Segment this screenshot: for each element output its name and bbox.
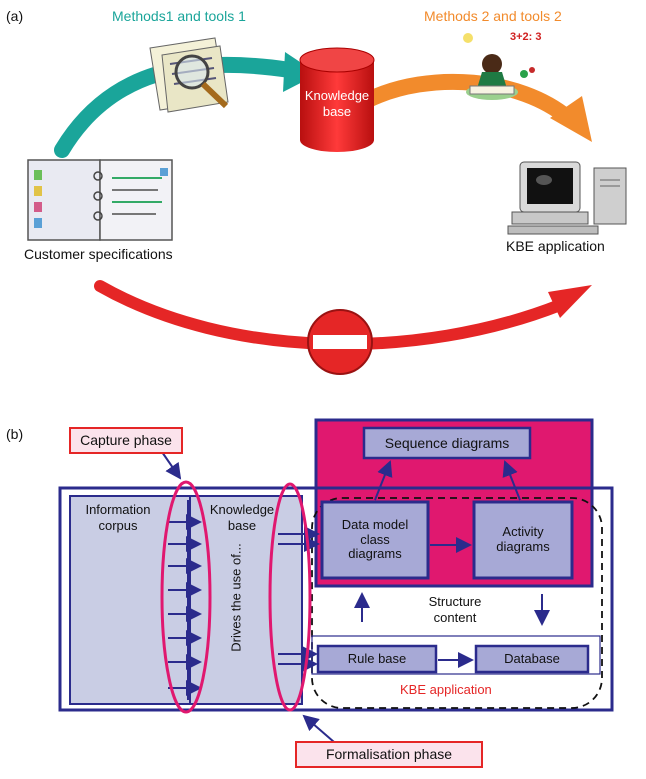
computer-icon bbox=[507, 161, 627, 235]
formalisation-callout-box bbox=[295, 741, 483, 768]
data-model-label: Data model class diagrams bbox=[322, 502, 428, 578]
arrow-capture-callout bbox=[161, 451, 182, 480]
knowledge-base-label: Knowledge base bbox=[300, 88, 374, 121]
kbe-application-label-b: KBE application bbox=[400, 682, 492, 697]
data-model-line3: diagrams bbox=[348, 546, 402, 562]
activity-box bbox=[472, 500, 574, 580]
database-label: Database bbox=[504, 650, 560, 666]
panel-a-label: (a) bbox=[6, 8, 24, 24]
documents-magnifier-icon bbox=[149, 37, 229, 113]
info-corpus-line2: corpus bbox=[98, 517, 138, 533]
activity-label: Activity diagrams bbox=[474, 502, 572, 578]
kb-b-line1: Knowledge bbox=[209, 502, 275, 517]
activity-line1: Activity bbox=[502, 524, 544, 540]
binder-specifications-icon bbox=[27, 159, 173, 241]
methods2-label: Methods 2 and tools 2 bbox=[424, 8, 562, 24]
activity-line2: diagrams bbox=[496, 539, 550, 554]
methods1-label: Methods1 and tools 1 bbox=[112, 8, 246, 24]
database-box bbox=[474, 644, 590, 674]
arrow-activity-sequence bbox=[502, 460, 521, 501]
capture-arrows bbox=[168, 500, 202, 700]
sequence-diagrams-label: Sequence diagrams bbox=[384, 434, 510, 451]
data-model-line2: class bbox=[360, 531, 390, 547]
student-thinking-icon: 3+2: 3 bbox=[463, 31, 542, 100]
data-model-line1: Data model bbox=[341, 516, 409, 532]
rule-base-label: Rule base bbox=[347, 650, 407, 666]
capture-phase-label: Capture phase bbox=[80, 432, 172, 449]
structure-line1: Structure bbox=[428, 594, 482, 609]
structure-content-label: Structure content bbox=[390, 594, 520, 627]
kbe-application-label-a: KBE application bbox=[506, 238, 605, 254]
info-corpus-label: Information corpus bbox=[72, 502, 164, 533]
formalisation-ellipse bbox=[268, 482, 312, 712]
kbe-dashed-region bbox=[311, 497, 603, 709]
rule-base-box bbox=[316, 644, 438, 674]
knowledge-base-line2: base bbox=[322, 104, 352, 120]
orange-arrowhead bbox=[550, 96, 592, 142]
sequence-box bbox=[362, 426, 532, 460]
knowledge-base-line1: Knowledge bbox=[304, 88, 370, 103]
kb-b-line2: base bbox=[227, 517, 257, 533]
orange-arc bbox=[360, 73, 576, 126]
arrow-datamodel-sequence bbox=[374, 460, 393, 501]
capture-callout-box bbox=[69, 427, 183, 454]
red-arrowhead bbox=[548, 285, 592, 318]
customer-specs-label: Customer specifications bbox=[24, 246, 173, 262]
svg-text:3+2: 3: 3+2: 3 bbox=[510, 31, 542, 43]
panel-b-label: (b) bbox=[6, 426, 24, 442]
data-model-box bbox=[320, 500, 430, 580]
kb-label-b: Knowledge base bbox=[200, 502, 284, 533]
outer-frame bbox=[58, 486, 614, 712]
formalisation-phase-label: Formalisation phase bbox=[325, 746, 453, 763]
info-corpus-line1: Information bbox=[85, 502, 151, 517]
knowledge-base-cylinder bbox=[299, 47, 375, 152]
capture-ellipse bbox=[160, 480, 212, 714]
arrow-formalisation-callout bbox=[302, 714, 335, 743]
no-entry-sign-icon bbox=[307, 309, 373, 375]
structure-line2: content bbox=[433, 610, 477, 626]
drives-label: Drives the use of... bbox=[228, 543, 244, 652]
